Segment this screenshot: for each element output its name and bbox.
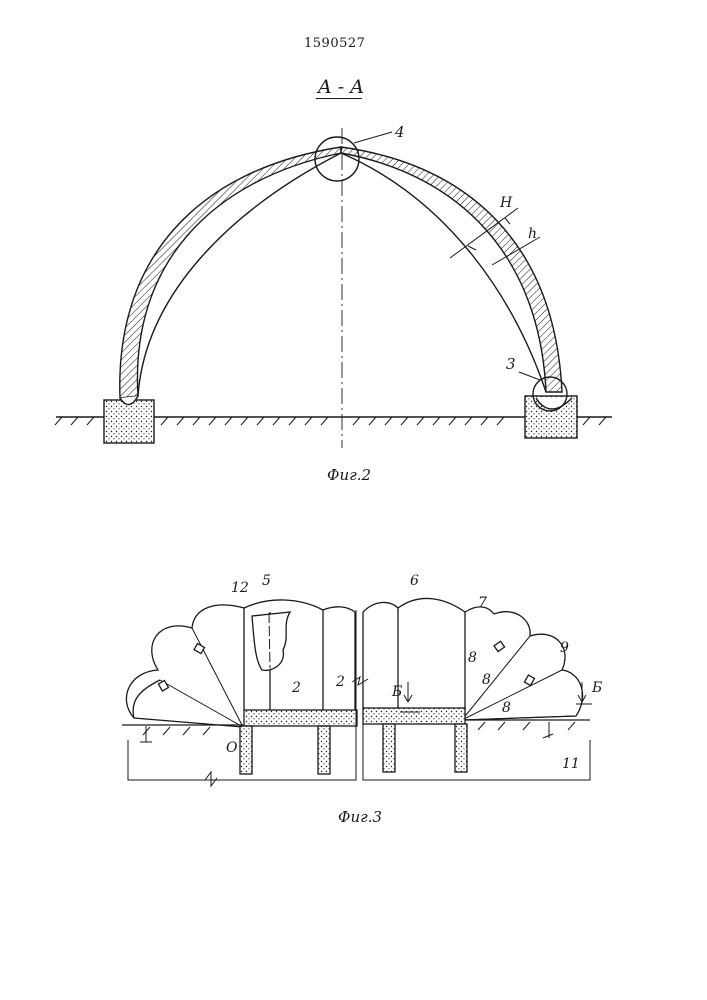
fig3-right-fan-outline	[462, 612, 583, 720]
fig3-bottom-break	[205, 772, 217, 786]
fig3-label-7: 7	[478, 595, 487, 611]
fig2-arch-figure	[55, 128, 612, 448]
fig3-label-B-left: Б	[391, 684, 402, 700]
fig3-left-hinge-2	[194, 644, 204, 654]
fig3-right-hinge-2	[524, 675, 534, 685]
fig3-label-2b: 2	[335, 674, 345, 690]
fig2-left-arch-shell	[120, 147, 341, 398]
fig3-label-11: 11	[562, 756, 580, 772]
fig2-label-h: h	[528, 226, 537, 242]
fig2-leader-3	[519, 372, 540, 380]
fig3-left-slab	[244, 710, 357, 726]
fig3-label-8a: 8	[468, 650, 477, 666]
fig2-top-node-circle	[315, 137, 359, 181]
fig3-label-9: 9	[560, 640, 569, 656]
fig3-caption: Фиг.3	[338, 808, 382, 826]
fig2-caption: Фиг.2	[327, 466, 371, 484]
fig3-label-8b: 8	[482, 672, 491, 688]
fig3-left-pile-1	[240, 726, 252, 774]
fig2-label-3: 3	[506, 355, 516, 373]
fig3-plan-figure	[122, 598, 592, 786]
fig3-right-panels	[363, 598, 465, 612]
fig3-right-ray-2	[462, 670, 562, 720]
fig3-break-symbol-right	[543, 722, 553, 738]
fig3-left-panels	[244, 600, 355, 612]
fig3-left-pile-2	[318, 726, 330, 774]
fig3-right-pile-1	[383, 724, 395, 772]
fig3-label-5: 5	[262, 573, 271, 589]
fig2-left-foundation	[104, 400, 154, 443]
fig3-section-mark-right	[576, 682, 592, 704]
fig3-cutout-12	[252, 612, 290, 670]
fig3-label-2a: 2	[291, 680, 301, 696]
fig3-left-hinge-1	[158, 681, 168, 691]
fig3-label-O: O	[226, 740, 238, 756]
fig2-label-H: H	[499, 195, 513, 211]
fig3-break-symbol-left	[140, 726, 152, 742]
fig3-label-B-right: Б	[591, 680, 602, 696]
fig3-label-12: 12	[231, 580, 249, 596]
fig3-right-slab	[363, 708, 465, 724]
fig3-label-6: 6	[410, 573, 419, 589]
fig3-right-hinge-1	[494, 641, 505, 651]
fig3-left-scallop-1	[133, 680, 160, 718]
fig3-right-pile-2	[455, 724, 467, 772]
fig2-label-4: 4	[394, 123, 405, 141]
fig2-leader-4	[354, 132, 392, 143]
fig3-left-fan-outline	[126, 605, 244, 727]
fig2-right-arch-shell	[341, 147, 562, 392]
fig3-label-8c: 8	[502, 700, 511, 716]
